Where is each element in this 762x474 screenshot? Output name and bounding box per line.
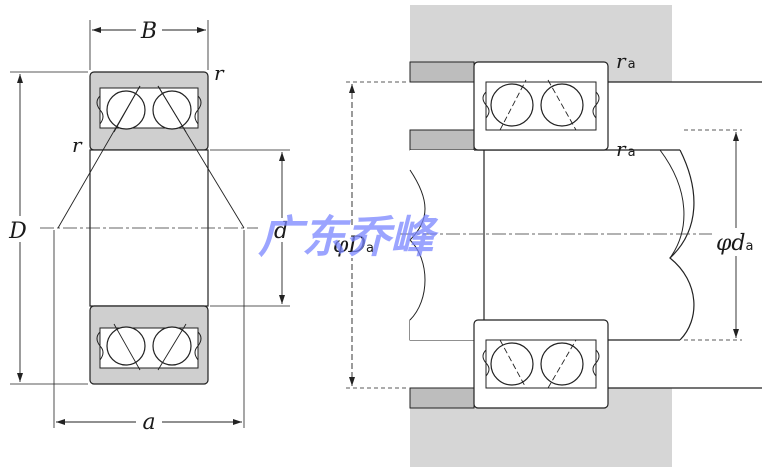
dimension-Da: φDa <box>330 81 408 389</box>
dimension-B: B <box>89 18 209 70</box>
dimension-D: D <box>6 71 88 385</box>
dimension-da: φda <box>684 129 760 341</box>
label-r-left: r <box>72 133 83 157</box>
dimension-a: a <box>53 230 245 435</box>
watermark-text: 广东乔峰 <box>258 212 439 263</box>
housing-shoulder-bottom <box>409 387 475 409</box>
bottom-race <box>89 305 209 385</box>
left-bearing-view: B D d a <box>6 18 294 435</box>
ball-top-right <box>152 90 192 130</box>
label-B: B <box>140 19 157 44</box>
housing-shoulder-top <box>409 61 475 83</box>
top-race <box>89 71 209 151</box>
ball-bottom-right <box>152 326 192 366</box>
label-d: d <box>274 219 288 244</box>
label-phi-Da: φDa <box>333 233 374 258</box>
shaft <box>409 149 698 341</box>
mounted-bearing-bottom <box>473 319 609 409</box>
label-D: D <box>8 219 27 244</box>
spacer-top <box>409 129 475 151</box>
label-phi-da: φda <box>716 231 753 256</box>
mounted-bearing-top <box>473 61 609 151</box>
label-r-top: r <box>214 61 225 85</box>
label-a: a <box>142 410 155 435</box>
dimension-d: d <box>210 149 294 307</box>
